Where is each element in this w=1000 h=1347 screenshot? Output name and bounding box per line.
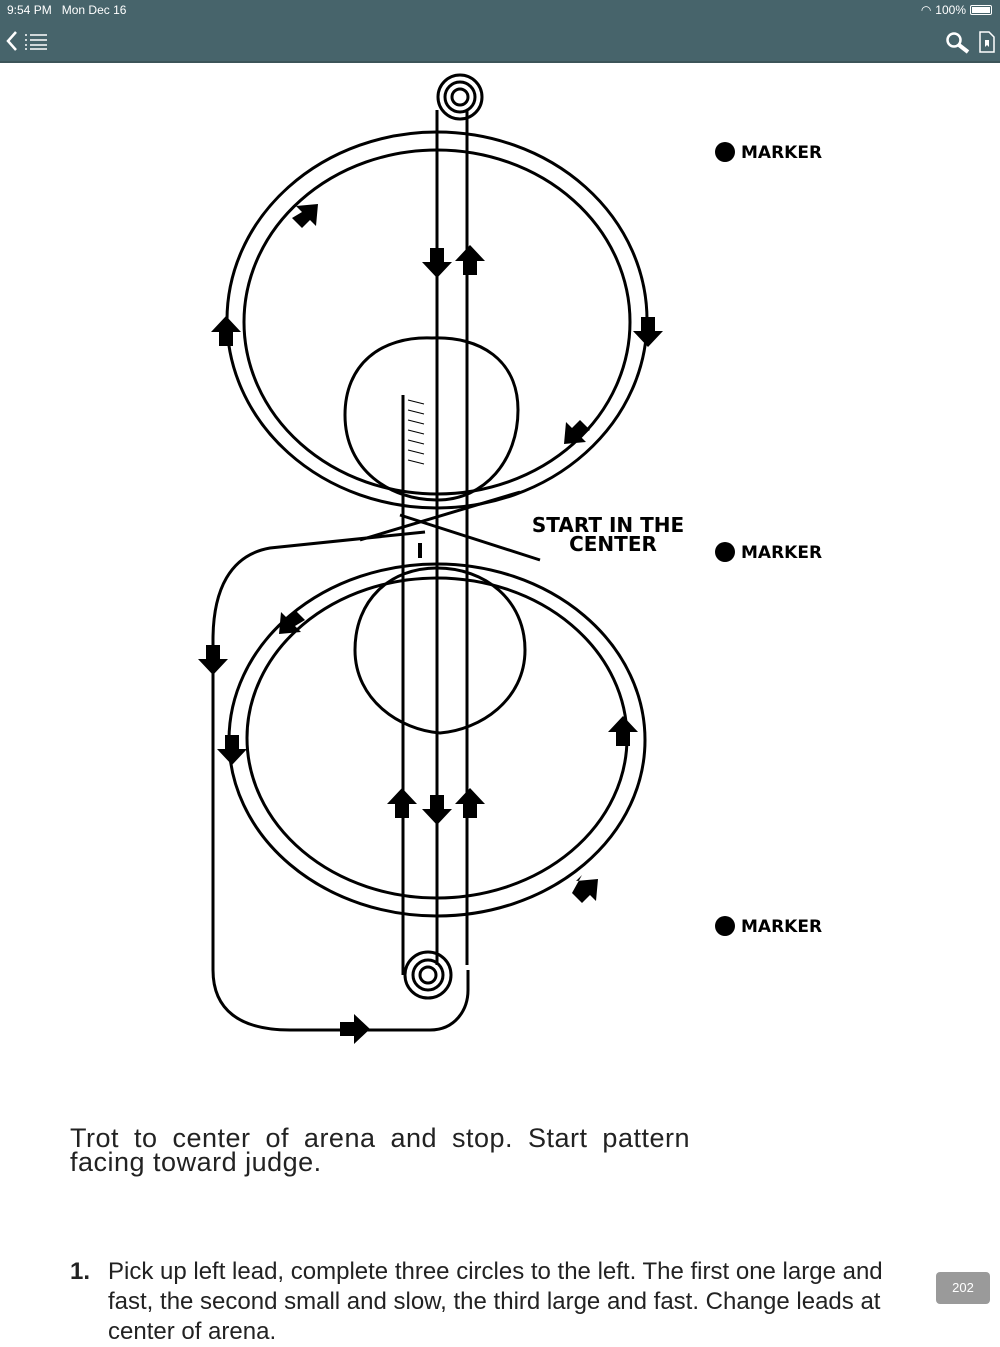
arrow-diag-icon — [279, 610, 305, 634]
toolbar — [0, 20, 1000, 63]
status-bar: 9:54 PM Mon Dec 16 ◠100% — [0, 0, 1000, 20]
arrow-down-icon — [422, 248, 452, 278]
marker-label: MARKER — [741, 143, 822, 163]
start-label: CENTER — [569, 532, 657, 556]
list-icon[interactable] — [24, 33, 48, 51]
pattern-diagram: MARKER MARKER MARKER START IN THE CENTER — [198, 73, 822, 1044]
battery-icon — [970, 5, 992, 15]
bookmark-icon[interactable] — [979, 31, 995, 53]
arrow-down-icon — [198, 645, 228, 675]
marker-dot — [715, 542, 735, 562]
arrow-up-icon — [211, 316, 241, 346]
arrow-up-icon — [455, 245, 485, 275]
arrow-diag-icon — [292, 204, 318, 228]
search-icon[interactable] — [945, 31, 971, 55]
marker-dot — [715, 916, 735, 936]
arrow-diag-icon — [572, 875, 598, 903]
marker-label: MARKER — [741, 917, 822, 937]
marker-dot — [715, 142, 735, 162]
status-time: 9:54 PM Mon Dec 16 — [7, 3, 127, 17]
arrow-down-icon — [422, 795, 452, 825]
arrow-down-icon — [633, 317, 663, 347]
start-label: START IN THE — [532, 513, 684, 537]
arrow-diag-icon — [564, 420, 590, 444]
marker-label: MARKER — [741, 543, 822, 563]
arrow-up-icon — [455, 788, 485, 818]
arrow-up-icon — [608, 716, 638, 746]
step-text: Pick up left lead, complete three circle… — [108, 1258, 883, 1345]
arrow-down-icon — [217, 735, 247, 765]
intro-text: Trot to center of arena and stop. Start … — [70, 1123, 690, 1177]
hatch-marks — [407, 399, 425, 465]
page-number-badge[interactable]: 202 — [936, 1272, 990, 1304]
step-number: 1. — [70, 1258, 91, 1285]
arrow-right-icon — [340, 1014, 370, 1044]
arrow-up-icon — [387, 788, 417, 818]
wifi-icon: ◠ — [920, 3, 932, 17]
battery-level: 100% — [935, 3, 966, 17]
status-right: ◠100% — [921, 3, 992, 17]
back-icon[interactable] — [5, 30, 19, 52]
